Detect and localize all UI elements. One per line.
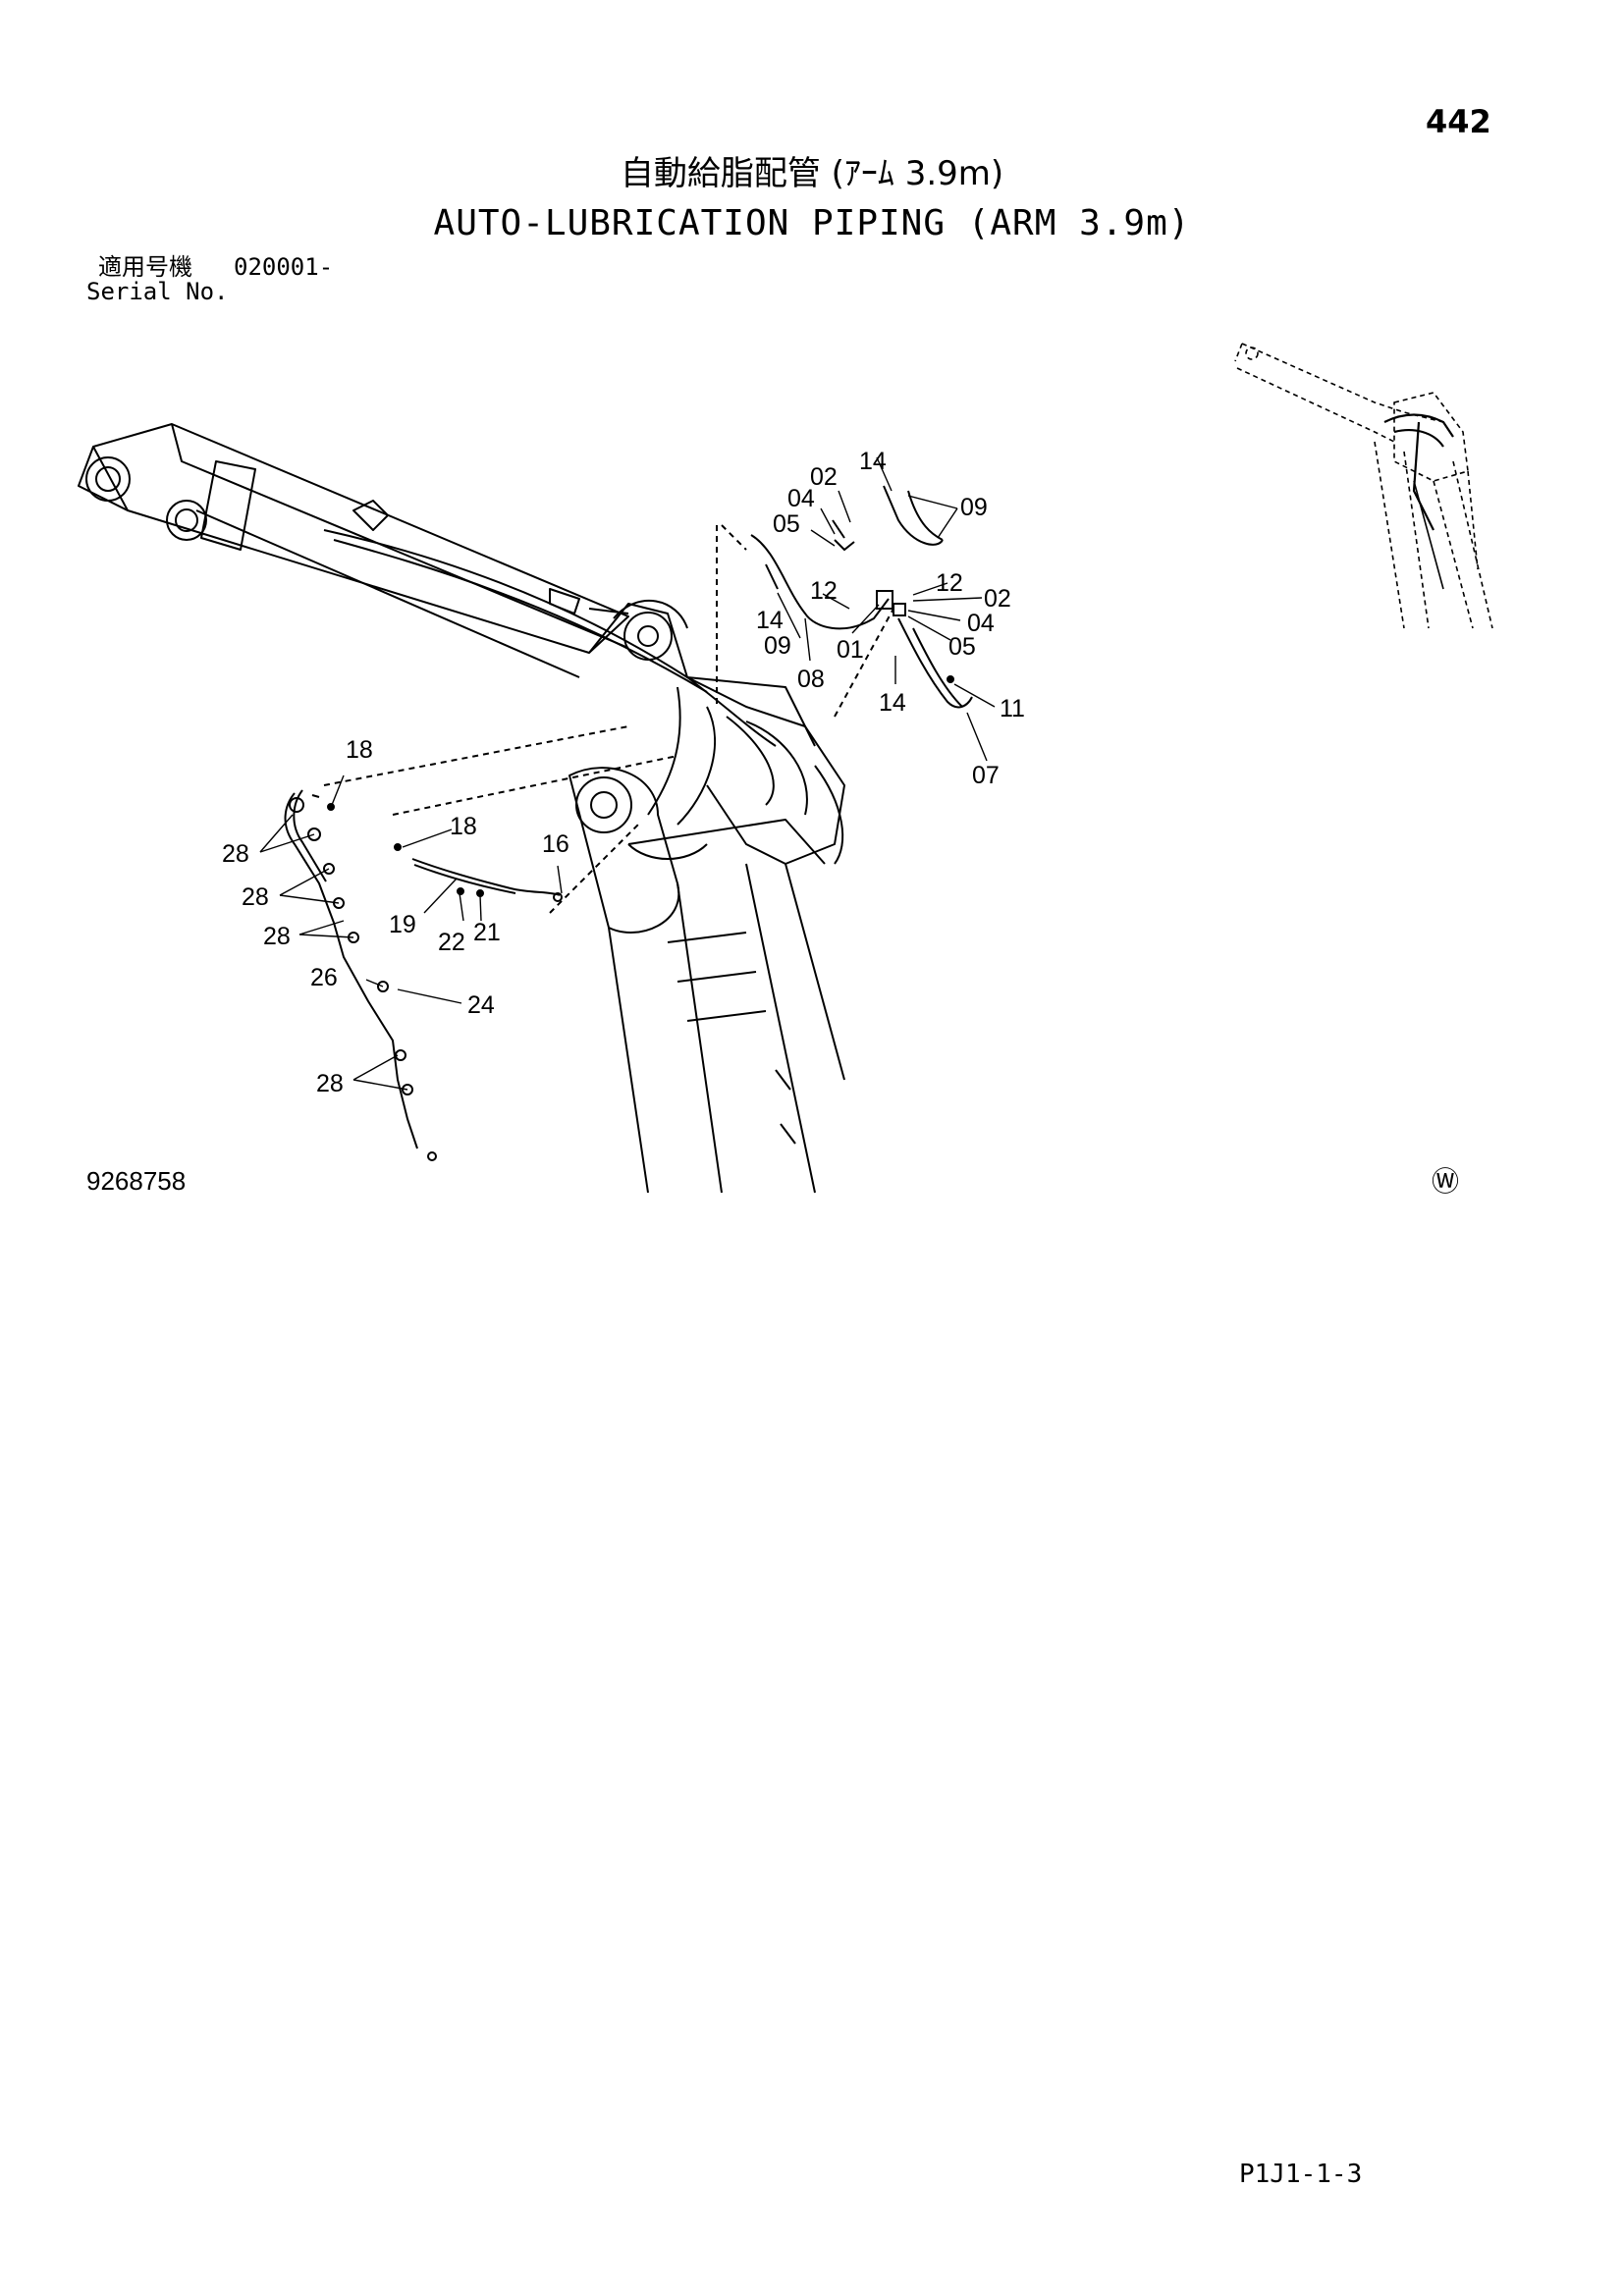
title-japanese: 自動給脂配管 (ｱｰﾑ 3.9m)	[620, 154, 1004, 193]
callout-14: 14	[859, 448, 887, 475]
callout-22: 22	[438, 929, 465, 956]
title-english: AUTO-LUBRICATION PIPING (ARM 3.9m)	[433, 203, 1191, 243]
serial-label-english: Serial No.	[86, 278, 229, 305]
callout-02: 02	[810, 463, 838, 491]
callout-16: 16	[542, 830, 569, 858]
callout-28: 28	[263, 923, 291, 950]
page-number: 442	[1426, 103, 1491, 140]
serial-label-japanese: 適用号機	[98, 253, 192, 281]
callout-05: 05	[948, 633, 976, 661]
inset-highlight	[1383, 413, 1454, 531]
callout-18: 18	[346, 736, 373, 764]
callout-28: 28	[242, 883, 269, 911]
callout-09: 09	[764, 632, 791, 660]
callout-02: 02	[984, 585, 1011, 613]
callout-11: 11	[1000, 695, 1025, 722]
callout-28: 28	[316, 1070, 344, 1097]
callout-12: 12	[936, 569, 963, 597]
callout-04: 04	[967, 610, 995, 637]
drawing-number: 9268758	[86, 1166, 187, 1196]
callout-14: 14	[879, 689, 906, 717]
page-code: P1J1-1-3	[1239, 2160, 1363, 2189]
callout-04: 04	[787, 485, 815, 512]
callout-18: 18	[450, 813, 477, 840]
callout-19: 19	[389, 911, 416, 938]
callout-24: 24	[467, 991, 495, 1019]
w-mark-symbol: Ⓦ	[1432, 1165, 1460, 1198]
part-callouts: 02 14 04 09 05 12 02 14 12 04 09 01 05 0…	[222, 448, 1025, 1097]
callout-26: 26	[310, 964, 338, 991]
callout-05: 05	[773, 510, 800, 538]
leader-lines	[259, 456, 996, 1091]
inset-machine-view	[1234, 343, 1493, 629]
callout-14: 14	[756, 607, 784, 634]
serial-range: 020001-	[234, 253, 334, 281]
arm-structure-drawing	[78, 423, 894, 1194]
callout-28: 28	[222, 840, 249, 868]
callout-09: 09	[960, 494, 988, 521]
callout-21: 21	[473, 919, 501, 946]
callout-12: 12	[810, 577, 838, 605]
callout-01: 01	[837, 636, 864, 664]
callout-08: 08	[797, 666, 825, 693]
callout-07: 07	[972, 762, 1000, 789]
lubrication-piping-exploded	[284, 485, 973, 1161]
